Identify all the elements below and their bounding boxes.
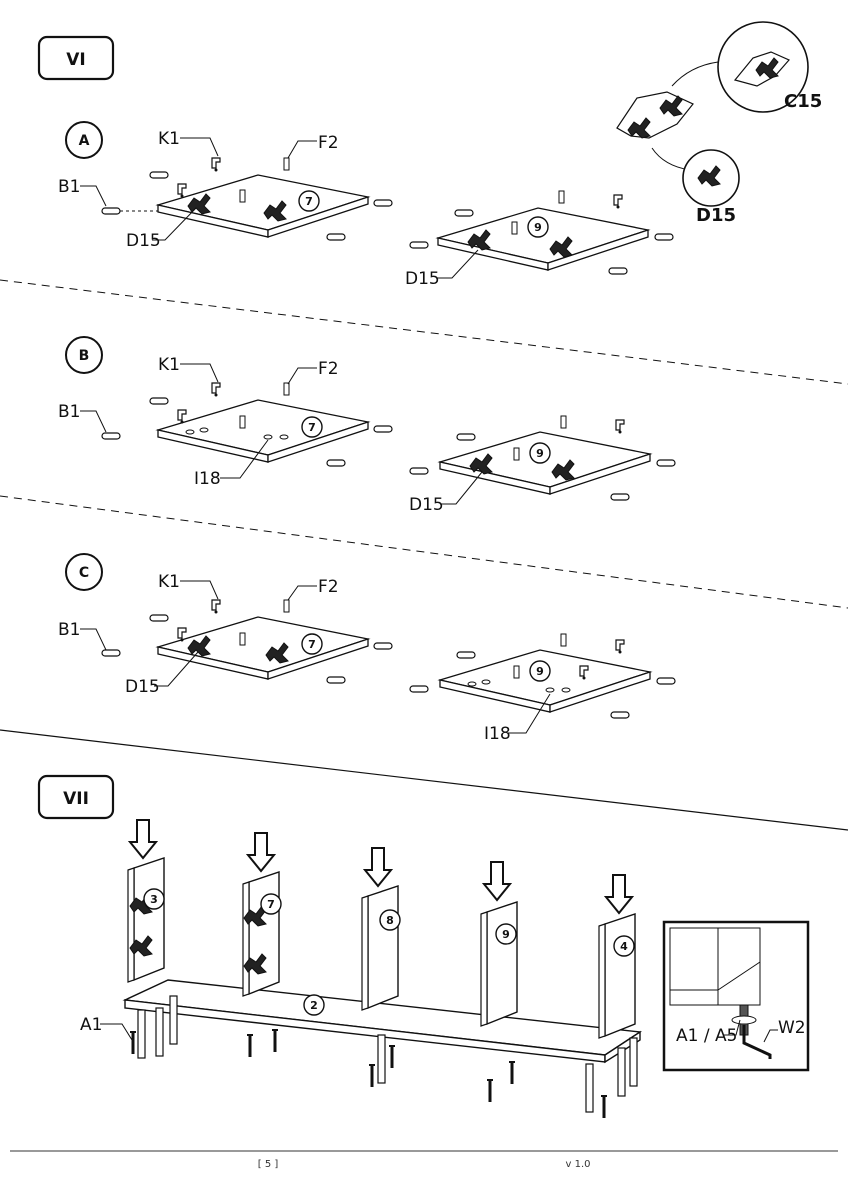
- label-c15: C15: [784, 91, 822, 112]
- label-a1-a5: A1 / A5: [676, 1026, 737, 1046]
- svg-text:K1: K1: [158, 572, 180, 592]
- label-f2-a: F2: [287, 133, 339, 159]
- svg-text:7: 7: [308, 421, 316, 434]
- svg-text:7: 7: [308, 638, 316, 651]
- label-d15-a-right: D15: [405, 249, 479, 289]
- label-b1-c: B1: [58, 620, 107, 651]
- svg-text:D15: D15: [409, 495, 444, 515]
- label-d15-detail: D15: [696, 205, 736, 226]
- label-b1-a: B1: [58, 177, 107, 207]
- leg-adjust-detail-box: A1 / A5 W2: [662, 920, 810, 1072]
- panel-number-7: 7: [305, 195, 313, 208]
- label-b1-b: B1: [58, 402, 107, 433]
- bottom-panel-assembly: 2: [122, 979, 643, 1120]
- svg-text:D15: D15: [126, 231, 161, 251]
- svg-text:9: 9: [536, 447, 544, 460]
- label-f2-c: F2: [287, 577, 339, 601]
- step-vii-badge: VII: [37, 774, 115, 820]
- variant-a-badge: A: [65, 121, 103, 159]
- svg-text:D15: D15: [125, 677, 160, 697]
- variant-b-label: B: [79, 348, 90, 364]
- variant-b-left-assembly: 7: [101, 382, 393, 467]
- hinge-detail-callout: [616, 21, 809, 207]
- separator-a-b: [0, 279, 848, 385]
- label-i18-b: I18: [194, 439, 269, 489]
- separator-b-c: [0, 495, 848, 609]
- svg-text:D15: D15: [405, 269, 440, 289]
- variant-c-label: C: [79, 565, 89, 581]
- variant-b-right-assembly: 9: [409, 415, 676, 501]
- step-vii-label: VII: [63, 789, 89, 809]
- label-d15-c: D15: [125, 651, 199, 697]
- svg-text:B1: B1: [58, 402, 80, 422]
- svg-text:F2: F2: [318, 577, 339, 597]
- svg-text:I18: I18: [194, 469, 221, 489]
- label-i18-c: I18: [484, 693, 551, 744]
- label-k1-b: K1: [158, 355, 219, 383]
- panel-number-9: 9: [534, 221, 542, 234]
- svg-text:F2: F2: [318, 133, 339, 153]
- panel-number-7-b: 7: [267, 898, 275, 911]
- panel-number-8: 8: [386, 914, 394, 927]
- svg-text:B1: B1: [58, 620, 80, 640]
- panel-number-4: 4: [620, 940, 628, 953]
- label-a1: A1: [80, 1015, 133, 1041]
- side-panel-8: 8: [361, 847, 401, 1011]
- variant-a-label: A: [79, 133, 90, 149]
- svg-text:B1: B1: [58, 177, 80, 197]
- svg-text:A1: A1: [80, 1015, 102, 1035]
- variant-a-right-assembly: 9: [409, 190, 674, 275]
- svg-text:9: 9: [536, 665, 544, 678]
- label-d15-a-left: D15: [126, 207, 197, 251]
- variant-c-left-assembly: 7: [101, 599, 393, 684]
- side-panel-3: 3: [127, 819, 165, 983]
- svg-text:K1: K1: [158, 129, 180, 149]
- variant-a-left-assembly: 7: [101, 157, 393, 241]
- step-vi-badge: VI: [37, 35, 115, 81]
- side-panel-7: 7: [242, 832, 282, 997]
- side-panel-4: 4: [598, 874, 636, 1039]
- variant-b-badge: B: [65, 336, 103, 374]
- side-panel-9: 9: [480, 861, 518, 1027]
- svg-text:I18: I18: [484, 724, 511, 744]
- panel-number-9-b: 9: [502, 928, 510, 941]
- separator-vi-vii: [0, 729, 848, 831]
- label-k1-a: K1: [158, 129, 219, 157]
- panel-number-3: 3: [150, 893, 158, 906]
- label-d15-b: D15: [409, 471, 483, 515]
- page-number: [ 5 ]: [258, 1159, 279, 1170]
- variant-c-badge: C: [65, 553, 103, 591]
- step-vi-label: VI: [66, 50, 85, 70]
- label-f2-b: F2: [287, 359, 339, 385]
- label-w2: W2: [778, 1018, 806, 1038]
- version-label: v 1.0: [566, 1159, 591, 1170]
- svg-text:K1: K1: [158, 355, 180, 375]
- label-k1-c: K1: [158, 572, 219, 600]
- svg-text:F2: F2: [318, 359, 339, 379]
- panel-number-2: 2: [310, 999, 318, 1012]
- variant-c-right-assembly: 9: [409, 633, 676, 719]
